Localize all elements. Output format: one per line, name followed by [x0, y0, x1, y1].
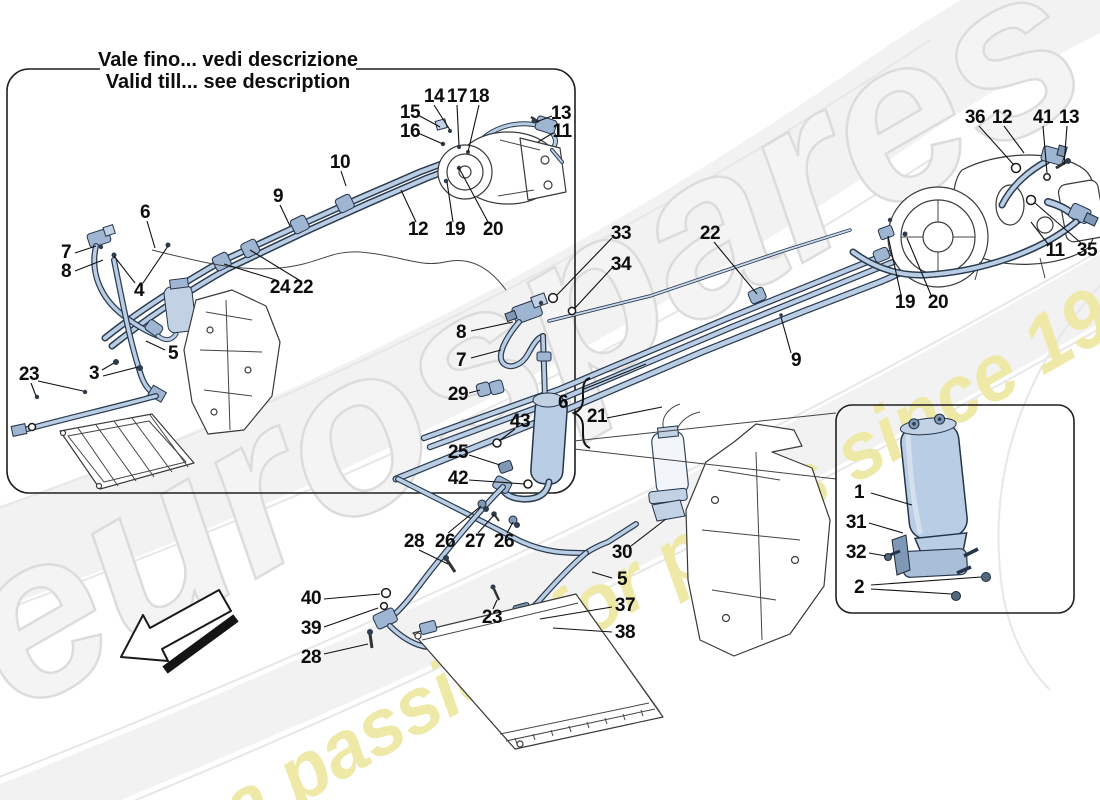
callout-23: 23: [481, 607, 503, 628]
callout-11: 11: [552, 121, 572, 142]
variant-condenser: [59, 413, 195, 490]
callout-3: 3: [88, 363, 100, 384]
callout-5: 5: [167, 343, 179, 364]
callout-21: 21: [586, 406, 608, 427]
callout-20: 20: [482, 219, 504, 240]
callout-13: 13: [1058, 107, 1080, 128]
callout-26: 26: [493, 531, 515, 552]
callout-24: 24: [269, 277, 291, 298]
brace-6-21: [571, 377, 591, 449]
callout-41: 41: [1032, 107, 1054, 128]
callout-6: 6: [139, 202, 151, 223]
callout-30: 30: [611, 542, 633, 563]
main-accumulator-assembly: [475, 292, 577, 503]
callout-25: 25: [447, 442, 469, 463]
callout-4: 4: [133, 280, 145, 301]
variant-diagram: [10, 115, 567, 490]
callout-6: 6: [557, 392, 569, 413]
callout-29: 29: [447, 384, 469, 405]
callout-40: 40: [300, 588, 322, 609]
callout-32: 32: [845, 542, 867, 563]
callout-11: 11: [1045, 240, 1065, 261]
callout-42: 42: [447, 468, 469, 489]
callout-26: 26: [434, 531, 456, 552]
callout-19: 19: [444, 219, 466, 240]
callout-28: 28: [300, 647, 322, 668]
callout-13: 13: [550, 103, 572, 124]
callout-7: 7: [60, 242, 72, 263]
variant-chassis-bracket: [183, 289, 281, 435]
callout-19: 19: [894, 292, 916, 313]
main-receiver-drier: [648, 403, 701, 522]
main-compressor: [849, 144, 1100, 288]
callout-15: 15: [399, 102, 421, 123]
callout-36: 36: [964, 107, 986, 128]
callout-20: 20: [927, 292, 949, 313]
callout-22: 22: [699, 223, 721, 244]
callout-35: 35: [1076, 240, 1098, 261]
callout-8: 8: [455, 322, 467, 343]
variant-box-frame: [6, 44, 576, 494]
callout-10: 10: [329, 152, 351, 173]
direction-arrow: [120, 589, 239, 674]
variant-title-english: Valid till... see description: [106, 71, 351, 93]
main-diagram: [367, 144, 1100, 750]
callout-9: 9: [272, 186, 284, 207]
callout-7: 7: [455, 350, 467, 371]
callout-23: 23: [18, 364, 40, 385]
callout-43: 43: [509, 411, 531, 432]
callout-38: 38: [614, 622, 636, 643]
callout-5: 5: [616, 569, 628, 590]
detail-box: [573, 404, 1075, 614]
variant-compressor: [434, 115, 567, 205]
callout-37: 37: [614, 595, 636, 616]
callout-39: 39: [300, 618, 322, 639]
callout-31: 31: [845, 512, 867, 533]
callout-14: 14: [423, 86, 445, 107]
variant-box-title: Vale fino... vedi descrizione Valid till…: [98, 49, 358, 93]
callout-18: 18: [468, 86, 490, 107]
callout-1: 1: [853, 482, 865, 503]
callout-33: 33: [610, 223, 632, 244]
callout-2: 2: [853, 577, 865, 598]
callout-17: 17: [446, 86, 468, 107]
main-chassis-bracket: [685, 423, 831, 657]
callout-9: 9: [790, 350, 802, 371]
callout-12: 12: [407, 219, 429, 240]
variant-title-italian: Vale fino... vedi descrizione: [98, 49, 358, 71]
callout-12: 12: [991, 107, 1013, 128]
callout-34: 34: [610, 254, 632, 275]
callout-27: 27: [464, 531, 486, 552]
callout-28: 28: [403, 531, 425, 552]
bottom-condenser: [412, 593, 664, 750]
callout-8: 8: [60, 261, 72, 282]
callout-22: 22: [292, 277, 314, 298]
callout-leader-lines: [30, 104, 1082, 655]
callout-16: 16: [399, 121, 421, 142]
variant-left-hoses: [10, 224, 197, 437]
